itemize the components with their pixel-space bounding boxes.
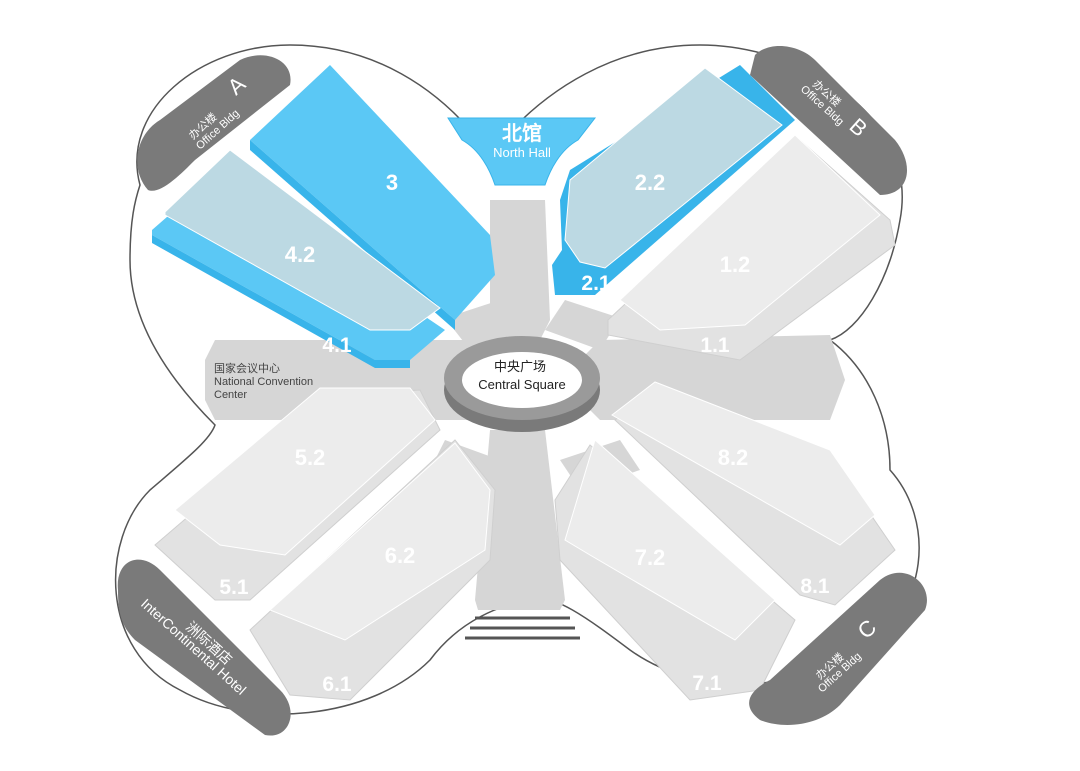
hall-6-1-label: 6.1 [322, 673, 352, 696]
central-square[interactable]: 中央广场 Central Square [444, 336, 600, 432]
national-convention-center[interactable]: 国家会议中心 National Convention Center [214, 361, 313, 401]
hall-8[interactable]: 8.2 8.1 [611, 381, 896, 606]
hall-2[interactable]: 2.2 2.1 [552, 65, 795, 295]
central-square-zh: 中央广场 [494, 359, 546, 374]
hall-2-2-label: 2.2 [635, 170, 666, 195]
hall-5-2-label: 5.2 [295, 445, 326, 470]
hall-4-1-label: 4.1 [322, 334, 352, 357]
hall-5-1-label: 5.1 [219, 576, 249, 599]
hall-6-2-label: 6.2 [385, 543, 416, 568]
hall-8-1-label: 8.1 [800, 575, 830, 598]
hall-7-2-label: 7.2 [635, 545, 666, 570]
hall-2-1-label: 2.1 [581, 272, 611, 295]
hall-7-1-label: 7.1 [692, 672, 722, 695]
central-square-en: Central Square [478, 377, 565, 392]
hall-4-2-label: 4.2 [285, 242, 316, 267]
hall-1[interactable]: 1.2 1.1 [607, 134, 896, 361]
hall-1-2-label: 1.2 [720, 252, 751, 277]
hall-5[interactable]: 5.2 5.1 [154, 387, 441, 601]
hall-6[interactable]: 6.2 6.1 [249, 439, 496, 701]
stairs [465, 616, 580, 640]
north-hall-zh: 北馆 [502, 121, 542, 145]
ncc-en-line1: National Convention [214, 376, 313, 388]
hall-1-1-label: 1.1 [700, 334, 730, 357]
north-hall-en: North Hall [493, 145, 551, 160]
ncc-zh: 国家会议中心 [214, 361, 280, 375]
north-hall[interactable]: 北馆 North Hall [447, 117, 597, 186]
hall-8-2-label: 8.2 [718, 445, 749, 470]
hall-4[interactable]: 4.2 4.1 [152, 149, 445, 368]
hall-7[interactable]: 7.2 7.1 [554, 439, 796, 701]
ncc-en-line2: Center [214, 389, 247, 401]
hall-3-label: 3 [386, 170, 398, 195]
